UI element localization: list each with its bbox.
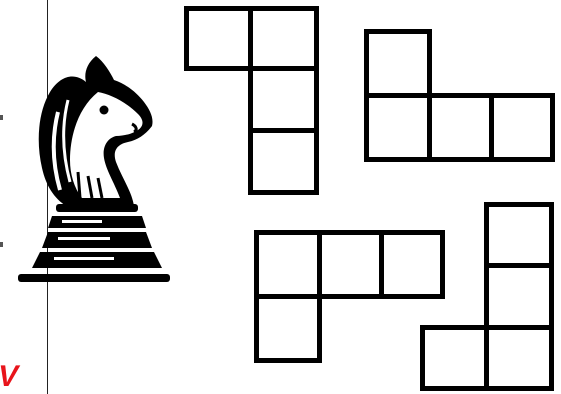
piece-cell xyxy=(420,325,489,391)
piece-cell xyxy=(364,29,432,98)
piece-cell xyxy=(489,93,555,162)
chess-knight-icon xyxy=(14,52,172,288)
edge-fragment xyxy=(0,115,3,120)
piece-cell xyxy=(248,6,319,71)
piece-cell xyxy=(427,93,494,162)
piece-cell xyxy=(184,6,253,71)
piece-cell xyxy=(484,202,554,268)
piece-cell xyxy=(254,230,322,299)
piece-cell xyxy=(254,294,322,363)
piece-cell xyxy=(484,325,554,391)
piece-cell xyxy=(379,230,445,299)
edge-fragment xyxy=(0,242,3,247)
piece-cell xyxy=(364,93,432,162)
piece-cell xyxy=(248,66,319,133)
piece-cell xyxy=(484,263,554,330)
piece-cell xyxy=(317,230,384,299)
red-letter-fragment: V xyxy=(0,362,21,392)
piece-cell xyxy=(248,128,319,195)
